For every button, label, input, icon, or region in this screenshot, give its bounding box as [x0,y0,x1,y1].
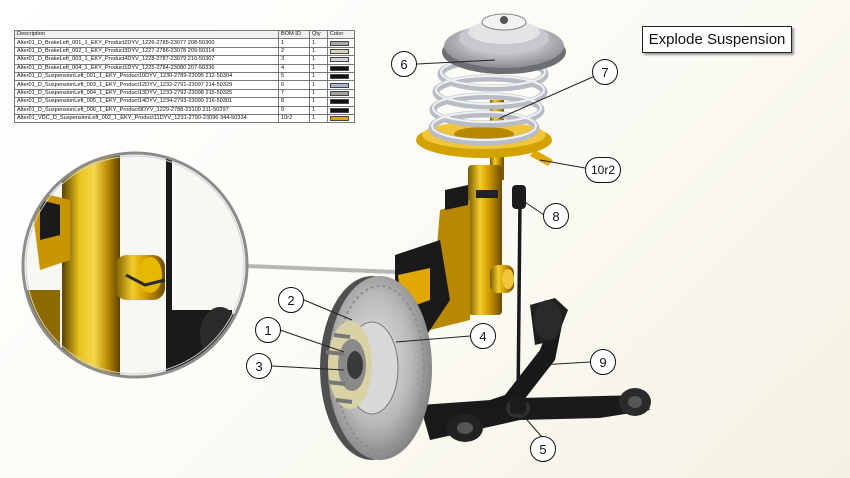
bom-header-row: Description BOM ID Qty Color [14,29,355,40]
bom-cell-bom-id: 3 [278,55,310,65]
color-swatch [330,40,349,46]
callout-1[interactable]: 1 [255,317,281,343]
color-swatch [330,99,349,105]
bom-header-qty: Qty [309,29,328,40]
bom-cell-description: Alter01_D_SuspensionLeft_003_1_EKY_Produ… [14,80,279,90]
bom-cell-color [327,113,355,124]
color-swatch [330,57,349,63]
bom-cell-description: Alter01_VDC_D_SuspensionLeft_002_1_EKY_P… [14,113,279,124]
bom-header-description: Description [14,29,279,40]
wheel-hub [325,321,372,409]
bom-cell-bom-id: 4 [278,63,310,73]
bom-table: Description BOM ID Qty Color Alter01_D_B… [14,29,355,124]
table-row[interactable]: Alter01_D_BrakeLeft_003_1_EKY_Product4DY… [14,55,355,65]
table-row[interactable]: Alter01_D_BrakeLeft_002_1_EKY_Product3DY… [14,46,355,57]
bom-cell-color [327,97,355,107]
callout-3[interactable]: 3 [246,353,272,379]
color-swatch [330,65,349,71]
bom-cell-description: Alter01_D_SuspensionLeft_006_1_EKY_Produ… [14,105,279,115]
bom-cell-description: Alter01_D_BrakeLeft_002_1_EKY_Product3DY… [14,46,279,57]
table-row[interactable]: Alter01_D_SuspensionLeft_003_1_EKY_Produ… [14,80,355,90]
bom-cell-bom-id: 9 [278,105,310,115]
bom-cell-color [327,80,355,90]
callout-8[interactable]: 8 [543,203,569,229]
bom-cell-bom-id: 10r2 [278,113,310,124]
strut-assembly [430,100,553,330]
bom-cell-qty: 1 [309,80,328,90]
color-swatch [330,48,349,54]
bom-cell-description: Alter01_D_SuspensionLeft_001_1_EKY_Produ… [14,71,279,82]
table-row[interactable]: Alter01_D_SuspensionLeft_001_1_EKY_Produ… [14,71,355,82]
lower-control-arm [420,298,651,442]
bom-cell-bom-id: 2 [278,46,310,57]
bom-table-body: Alter01_D_BrakeLeft_001_1_EKY_Product2DY… [14,38,355,124]
bom-cell-bom-id: 7 [278,88,310,99]
bom-cell-qty: 1 [309,88,328,99]
bom-header-bom-id: BOM ID [278,29,310,40]
bom-cell-color [327,46,355,57]
bom-cell-description: Alter01_D_BrakeLeft_003_1_EKY_Product4DY… [14,55,279,65]
bom-cell-color [327,63,355,73]
bom-cell-qty: 1 [309,55,328,65]
bom-cell-qty: 1 [309,63,328,73]
color-swatch [330,107,349,113]
callout-5[interactable]: 5 [530,436,556,462]
callout-7[interactable]: 7 [592,59,618,85]
table-row[interactable]: Alter01_D_SuspensionLeft_004_1_EKY_Produ… [14,88,355,99]
bom-cell-color [327,88,355,99]
bom-cell-color [327,71,355,82]
bom-cell-description: Alter01_D_SuspensionLeft_004_1_EKY_Produ… [14,88,279,99]
bom-cell-qty: 1 [309,71,328,82]
bom-cell-qty: 1 [309,105,328,115]
table-row[interactable]: Alter01_D_SuspensionLeft_006_1_EKY_Produ… [14,105,355,115]
bom-cell-color [327,105,355,115]
table-row[interactable]: Alter01_D_BrakeLeft_001_1_EKY_Product2DY… [14,38,355,48]
strut-top-mount [442,13,566,74]
color-swatch [330,82,349,88]
bom-cell-bom-id: 8 [278,97,310,107]
bom-cell-qty: 1 [309,113,328,124]
explode-suspension-button[interactable]: Explode Suspension [642,26,792,53]
bom-cell-color [327,55,355,65]
bom-cell-description: Alter01_D_SuspensionLeft_005_1_EKY_Produ… [14,97,279,107]
callout-2[interactable]: 2 [278,287,304,313]
callout-4[interactable]: 4 [470,323,496,349]
bom-cell-qty: 1 [309,97,328,107]
bom-cell-description: Alter01_D_BrakeLeft_001_1_EKY_Product2DY… [14,38,279,48]
color-swatch [330,74,349,80]
callout-leader-lines [271,59,605,438]
callout-9[interactable]: 9 [590,349,616,375]
callout-6[interactable]: 6 [391,51,417,77]
table-row[interactable]: Alter01_D_BrakeLeft_004_1_EKY_Product1DY… [14,63,355,73]
bom-cell-bom-id: 6 [278,80,310,90]
bom-cell-color [327,38,355,48]
bom-cell-description: Alter01_D_BrakeLeft_004_1_EKY_Product1DY… [14,63,279,73]
callout-10r2[interactable]: 10r2 [585,157,621,183]
bom-cell-qty: 1 [309,46,328,57]
color-swatch [330,90,349,96]
bom-cell-bom-id: 1 [278,38,310,48]
bom-cell-bom-id: 5 [278,71,310,82]
color-swatch [330,116,349,122]
bom-cell-qty: 1 [309,38,328,48]
table-row[interactable]: Alter01_D_SuspensionLeft_005_1_EKY_Produ… [14,97,355,107]
stabilizer-link [510,185,526,414]
table-row[interactable]: Alter01_VDC_D_SuspensionLeft_002_1_EKY_P… [14,113,355,124]
bom-header-color: Color [327,29,355,40]
